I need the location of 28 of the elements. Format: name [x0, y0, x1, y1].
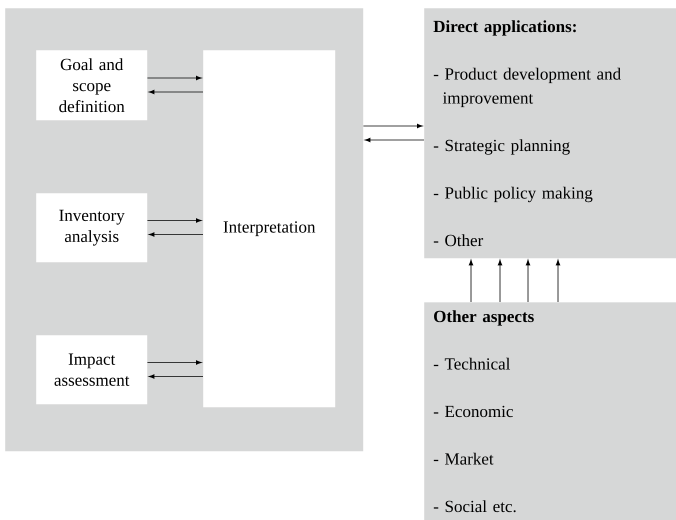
info-panel [424, 8, 676, 258]
arrow [526, 260, 530, 302]
list-item: - Strategic planning [434, 139, 570, 155]
arrow [147, 218, 202, 223]
arrow [364, 138, 424, 142]
panel-heading: Other aspects [434, 310, 534, 326]
arrow [498, 260, 502, 302]
arrow [148, 90, 204, 94]
list-item: - Technical [434, 358, 510, 370]
arrow [147, 76, 202, 80]
arrow [556, 260, 560, 302]
list-item: - Economic [434, 406, 513, 418]
process-box: Interpretation [203, 50, 336, 408]
list-item: - Other [434, 234, 484, 246]
list-item: - Public policy making [434, 186, 592, 202]
arrow [468, 260, 474, 302]
info-panel [424, 302, 676, 520]
list-item: - Social etc. [434, 500, 516, 512]
arrow [148, 232, 204, 237]
process-box: Inventory analysis [36, 193, 148, 262]
arrow [363, 124, 423, 128]
list-item: - Product development and improvement [434, 68, 621, 108]
list-item: - Market [434, 452, 494, 465]
process-box: Goal and scope definition [36, 50, 148, 120]
arrow [147, 360, 202, 365]
panel-heading: Direct applications: [434, 20, 576, 36]
process-box: Impact assessment [36, 335, 148, 404]
arrow [148, 374, 204, 379]
